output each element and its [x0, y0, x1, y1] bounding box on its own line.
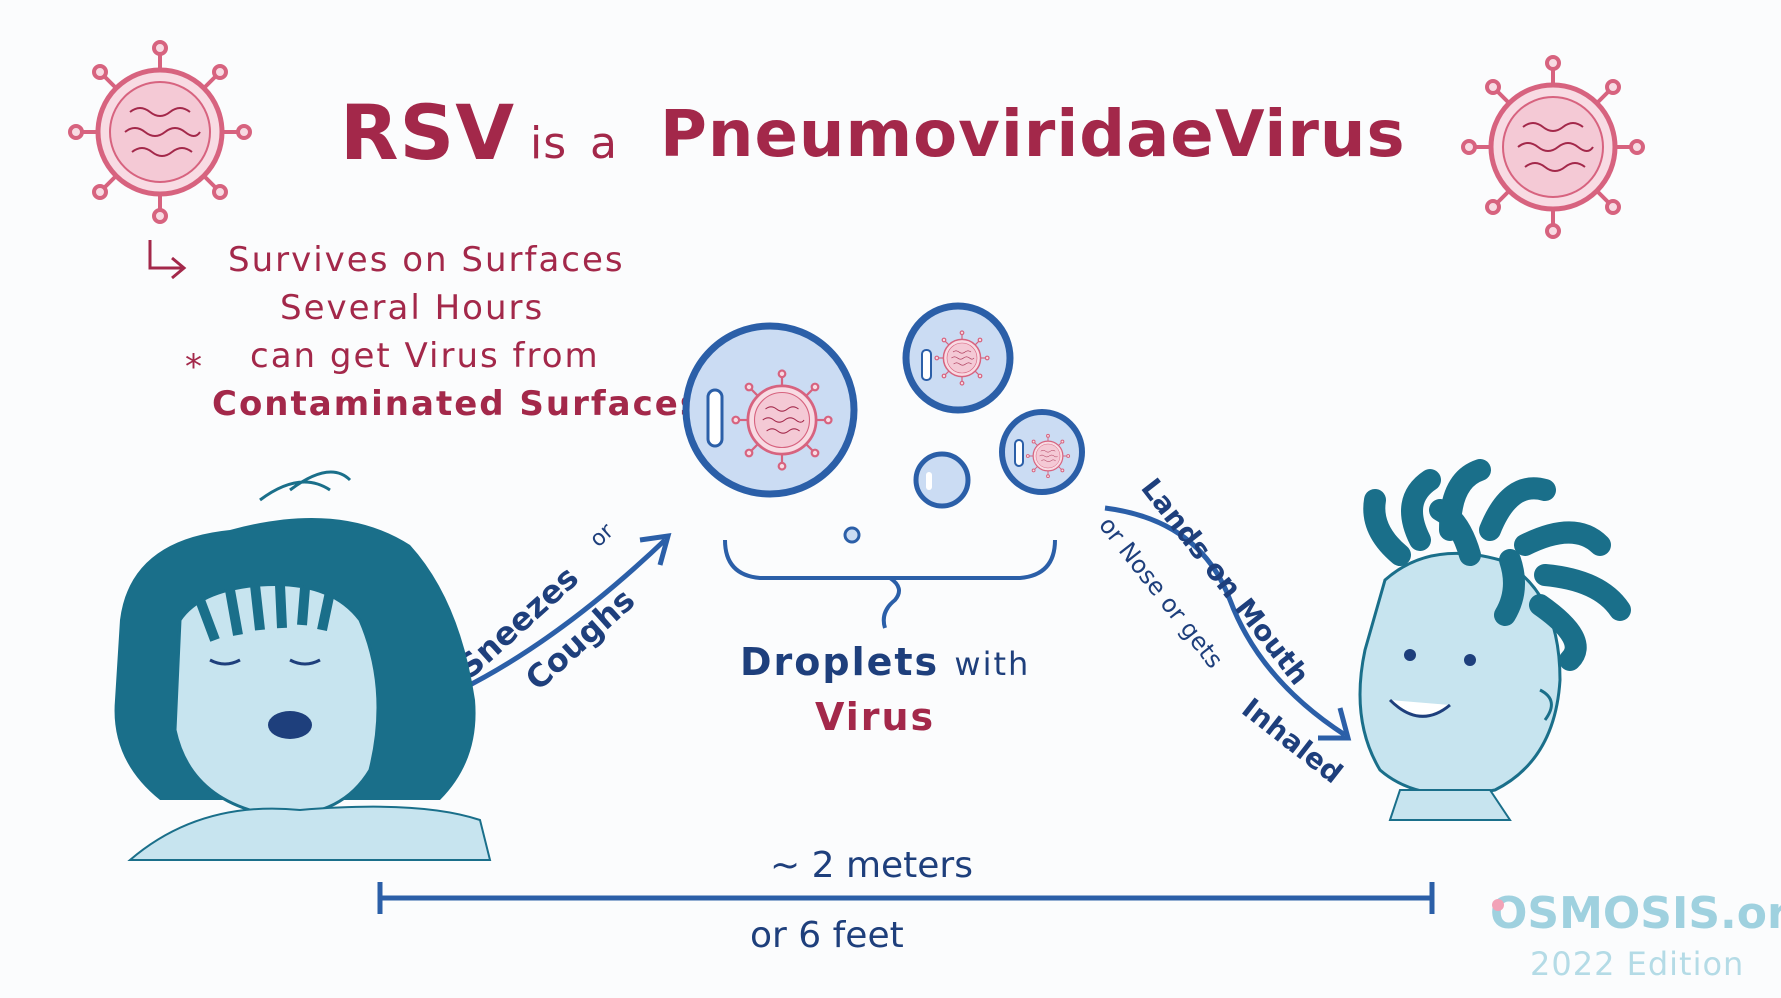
droplet-tiny	[843, 526, 861, 544]
note-line-2: Several Hours	[280, 288, 545, 328]
arrowhead-left-icon	[639, 532, 672, 566]
title-is: is	[530, 118, 568, 169]
title-pneumoviridae: Pneumoviridae	[660, 98, 1215, 172]
virus-icon-right	[1463, 57, 1643, 237]
droplets-with: with	[954, 645, 1031, 683]
droplets-word: Droplets	[740, 640, 940, 684]
title-virus: Virus	[1215, 98, 1406, 172]
droplet-large	[682, 322, 858, 498]
note-line-3: can get Virus from	[250, 336, 600, 376]
droplet-right	[999, 409, 1085, 495]
brand-edition: 2022 Edition	[1530, 945, 1745, 983]
note-arrow-icon	[148, 240, 187, 280]
arrow-inhaled-icon	[1104, 505, 1347, 738]
healthy-person-illustration	[1358, 459, 1631, 821]
page-title: RSV is a Pneumoviridae Virus	[0, 88, 1781, 198]
title-a: a	[590, 118, 618, 169]
note-line-1: Survives on Surfaces	[228, 240, 625, 280]
droplets-label-line2: Virus	[815, 695, 936, 739]
droplets-bracket	[723, 539, 1057, 629]
note-line-4: Contaminated Surfaces	[212, 384, 703, 424]
or-text-left: or	[585, 518, 619, 552]
title-rsv: RSV	[340, 88, 516, 177]
brand-logo: OSMOSIS.org	[1490, 888, 1781, 939]
distance-bottom-label: or 6 feet	[750, 915, 904, 956]
virus-icon-left	[70, 42, 250, 222]
distance-ruler	[377, 882, 1435, 914]
arrow-sneezes-icon	[458, 538, 667, 693]
arrowhead-right-icon	[1318, 707, 1352, 741]
droplets-label-line1: Droplets with	[740, 640, 1030, 684]
asterisk-icon: *	[185, 347, 202, 387]
brand-dot-icon	[1492, 899, 1504, 911]
sick-person-illustration	[114, 470, 492, 861]
inhaled-text: Inhaled	[1236, 692, 1349, 791]
droplet-small	[913, 451, 971, 509]
distance-top-label: ~ 2 meters	[770, 845, 973, 886]
droplet-top	[902, 302, 1014, 414]
